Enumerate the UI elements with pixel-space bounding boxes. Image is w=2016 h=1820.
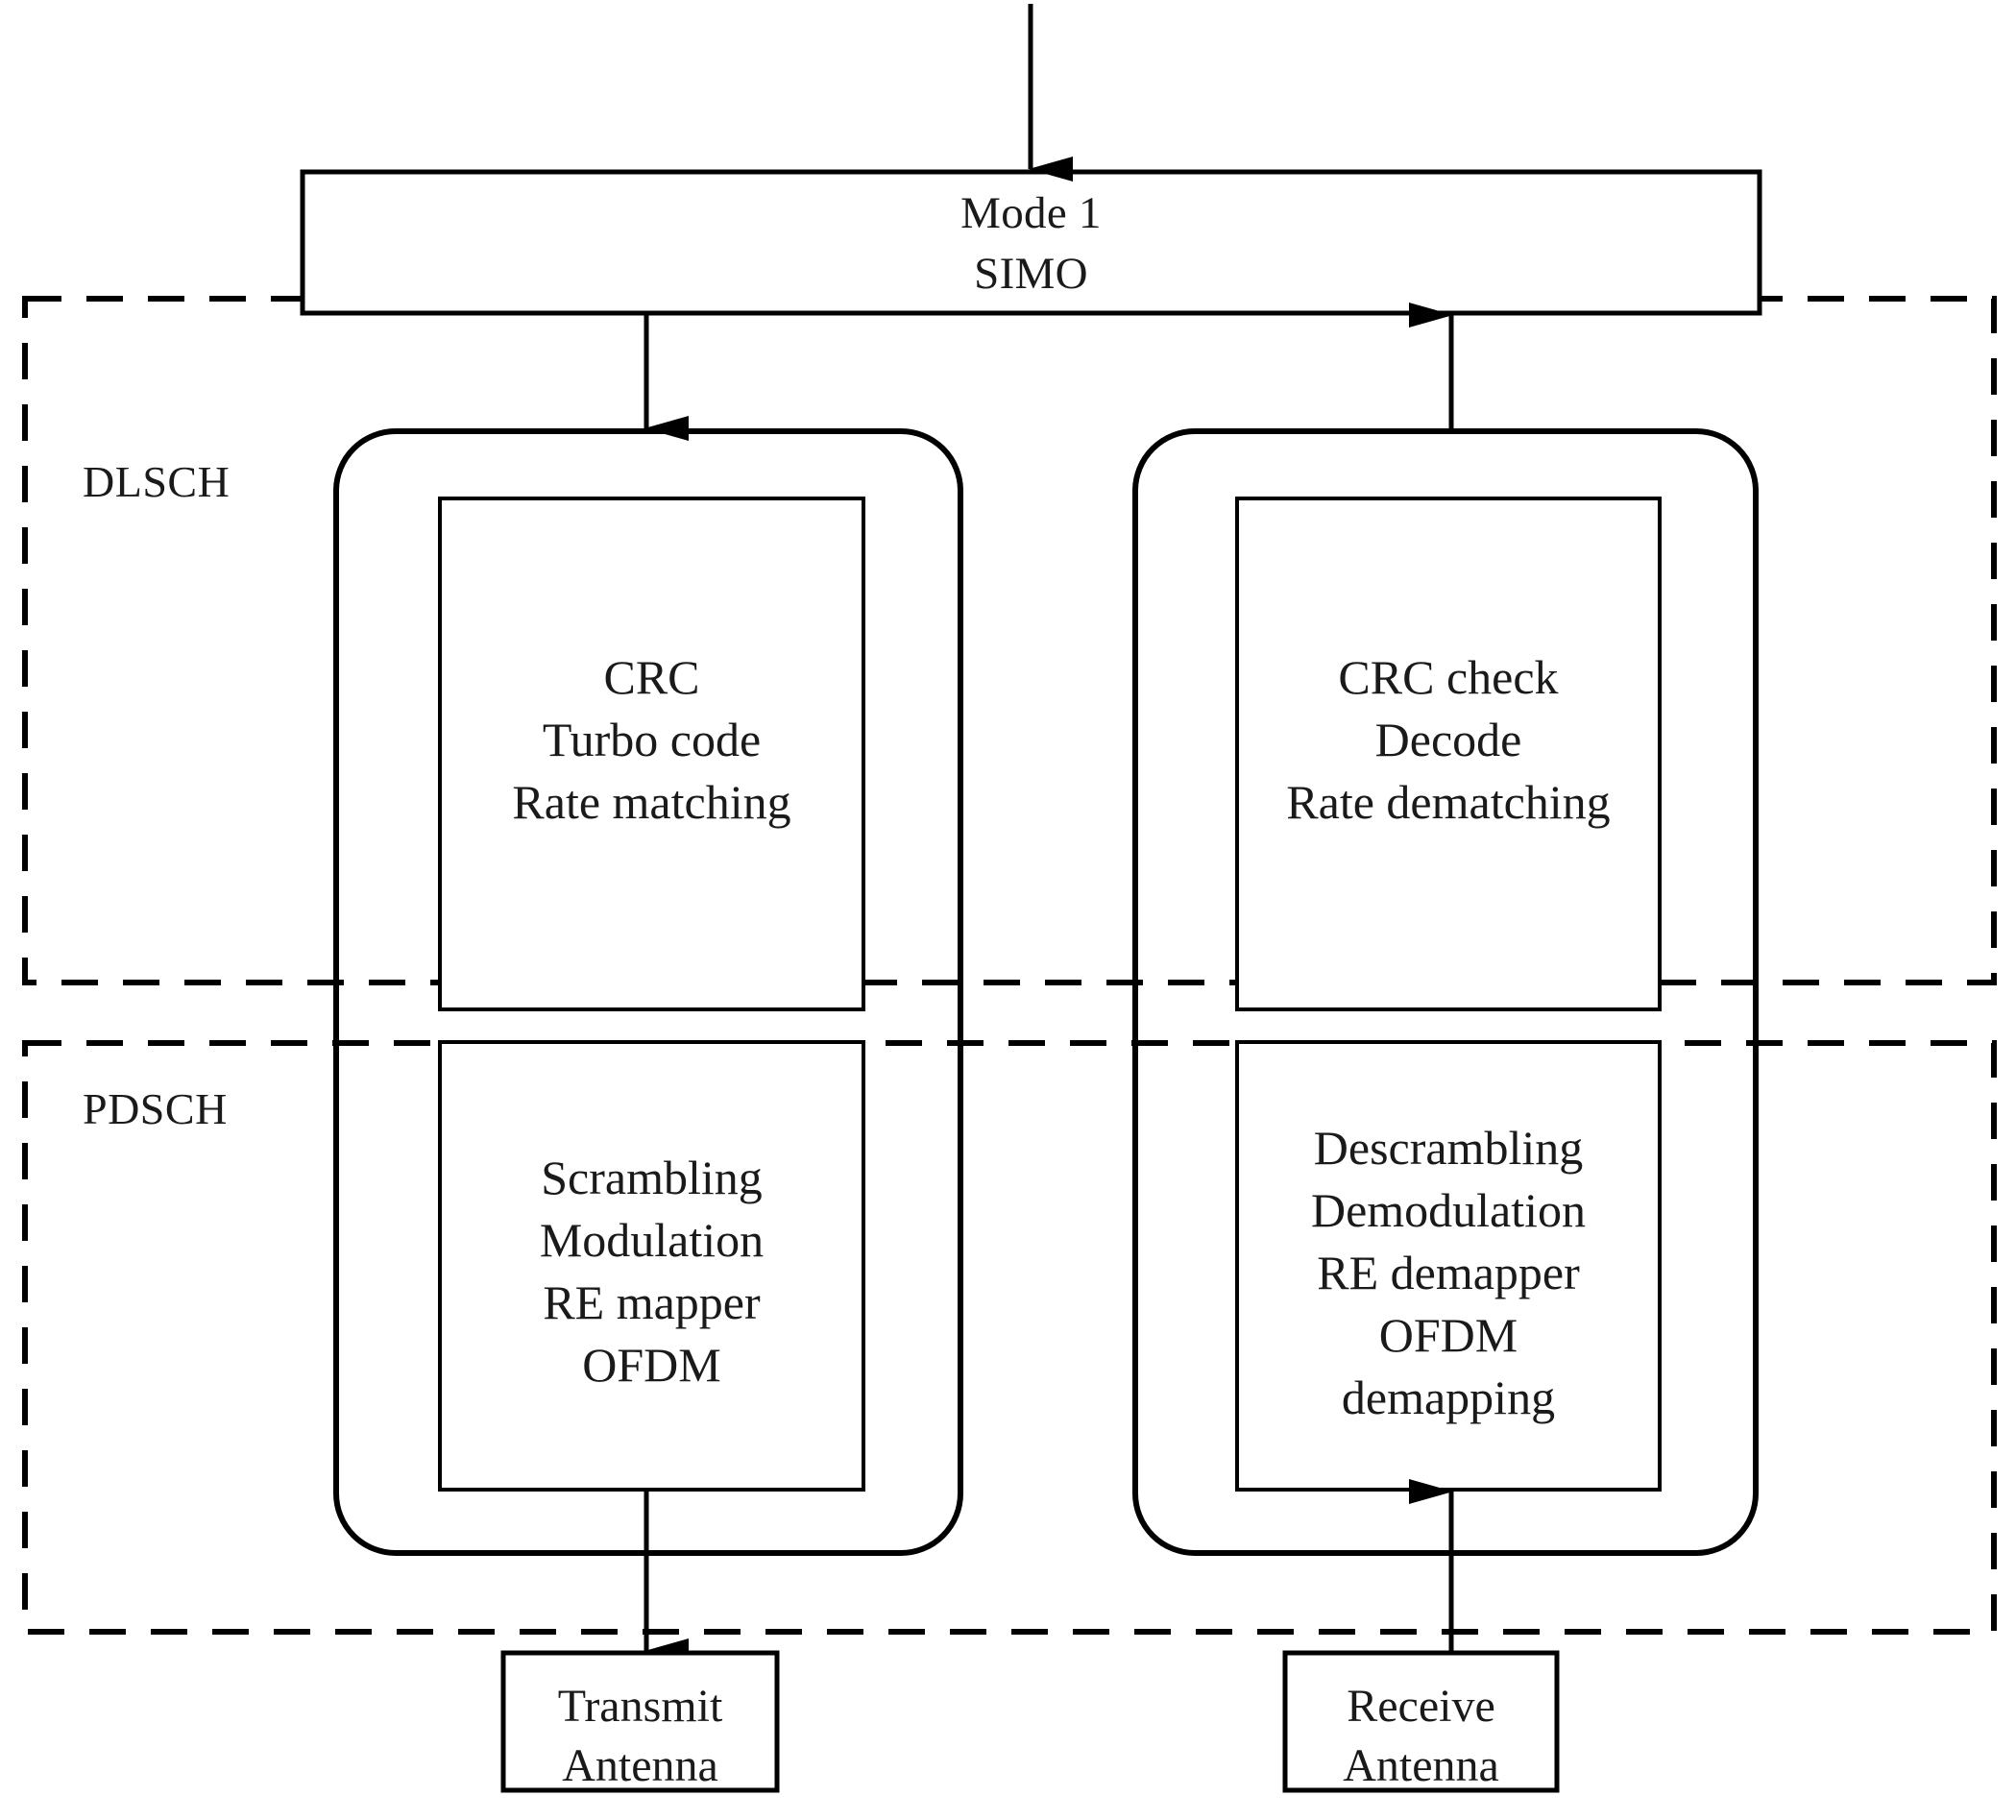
transmit-pdsch-label: Scrambling Modulation RE mapper OFDM <box>539 1151 765 1392</box>
dlsch-section-label: DLSCH <box>83 457 231 506</box>
transmit-antenna-label: Transmit Antenna <box>557 1681 723 1792</box>
mode-box-label: Mode 1 <box>960 188 1102 238</box>
transmit-dlsch-label: CRC Turbo code Rate matching <box>512 650 791 829</box>
pdsch-region-border <box>22 1040 1997 1635</box>
receive-pdsch-label: Descrambling Demodulation RE demapper OF… <box>1310 1121 1587 1424</box>
dlsch-region-border <box>22 296 1997 985</box>
receive-antenna-label: Receive Antenna <box>1343 1681 1499 1792</box>
mode-box-sublabel: SIMO <box>974 249 1088 299</box>
pdsch-section-label: PDSCH <box>83 1084 228 1133</box>
receive-dlsch-label: CRC check Decode Rate dematching <box>1286 650 1611 829</box>
